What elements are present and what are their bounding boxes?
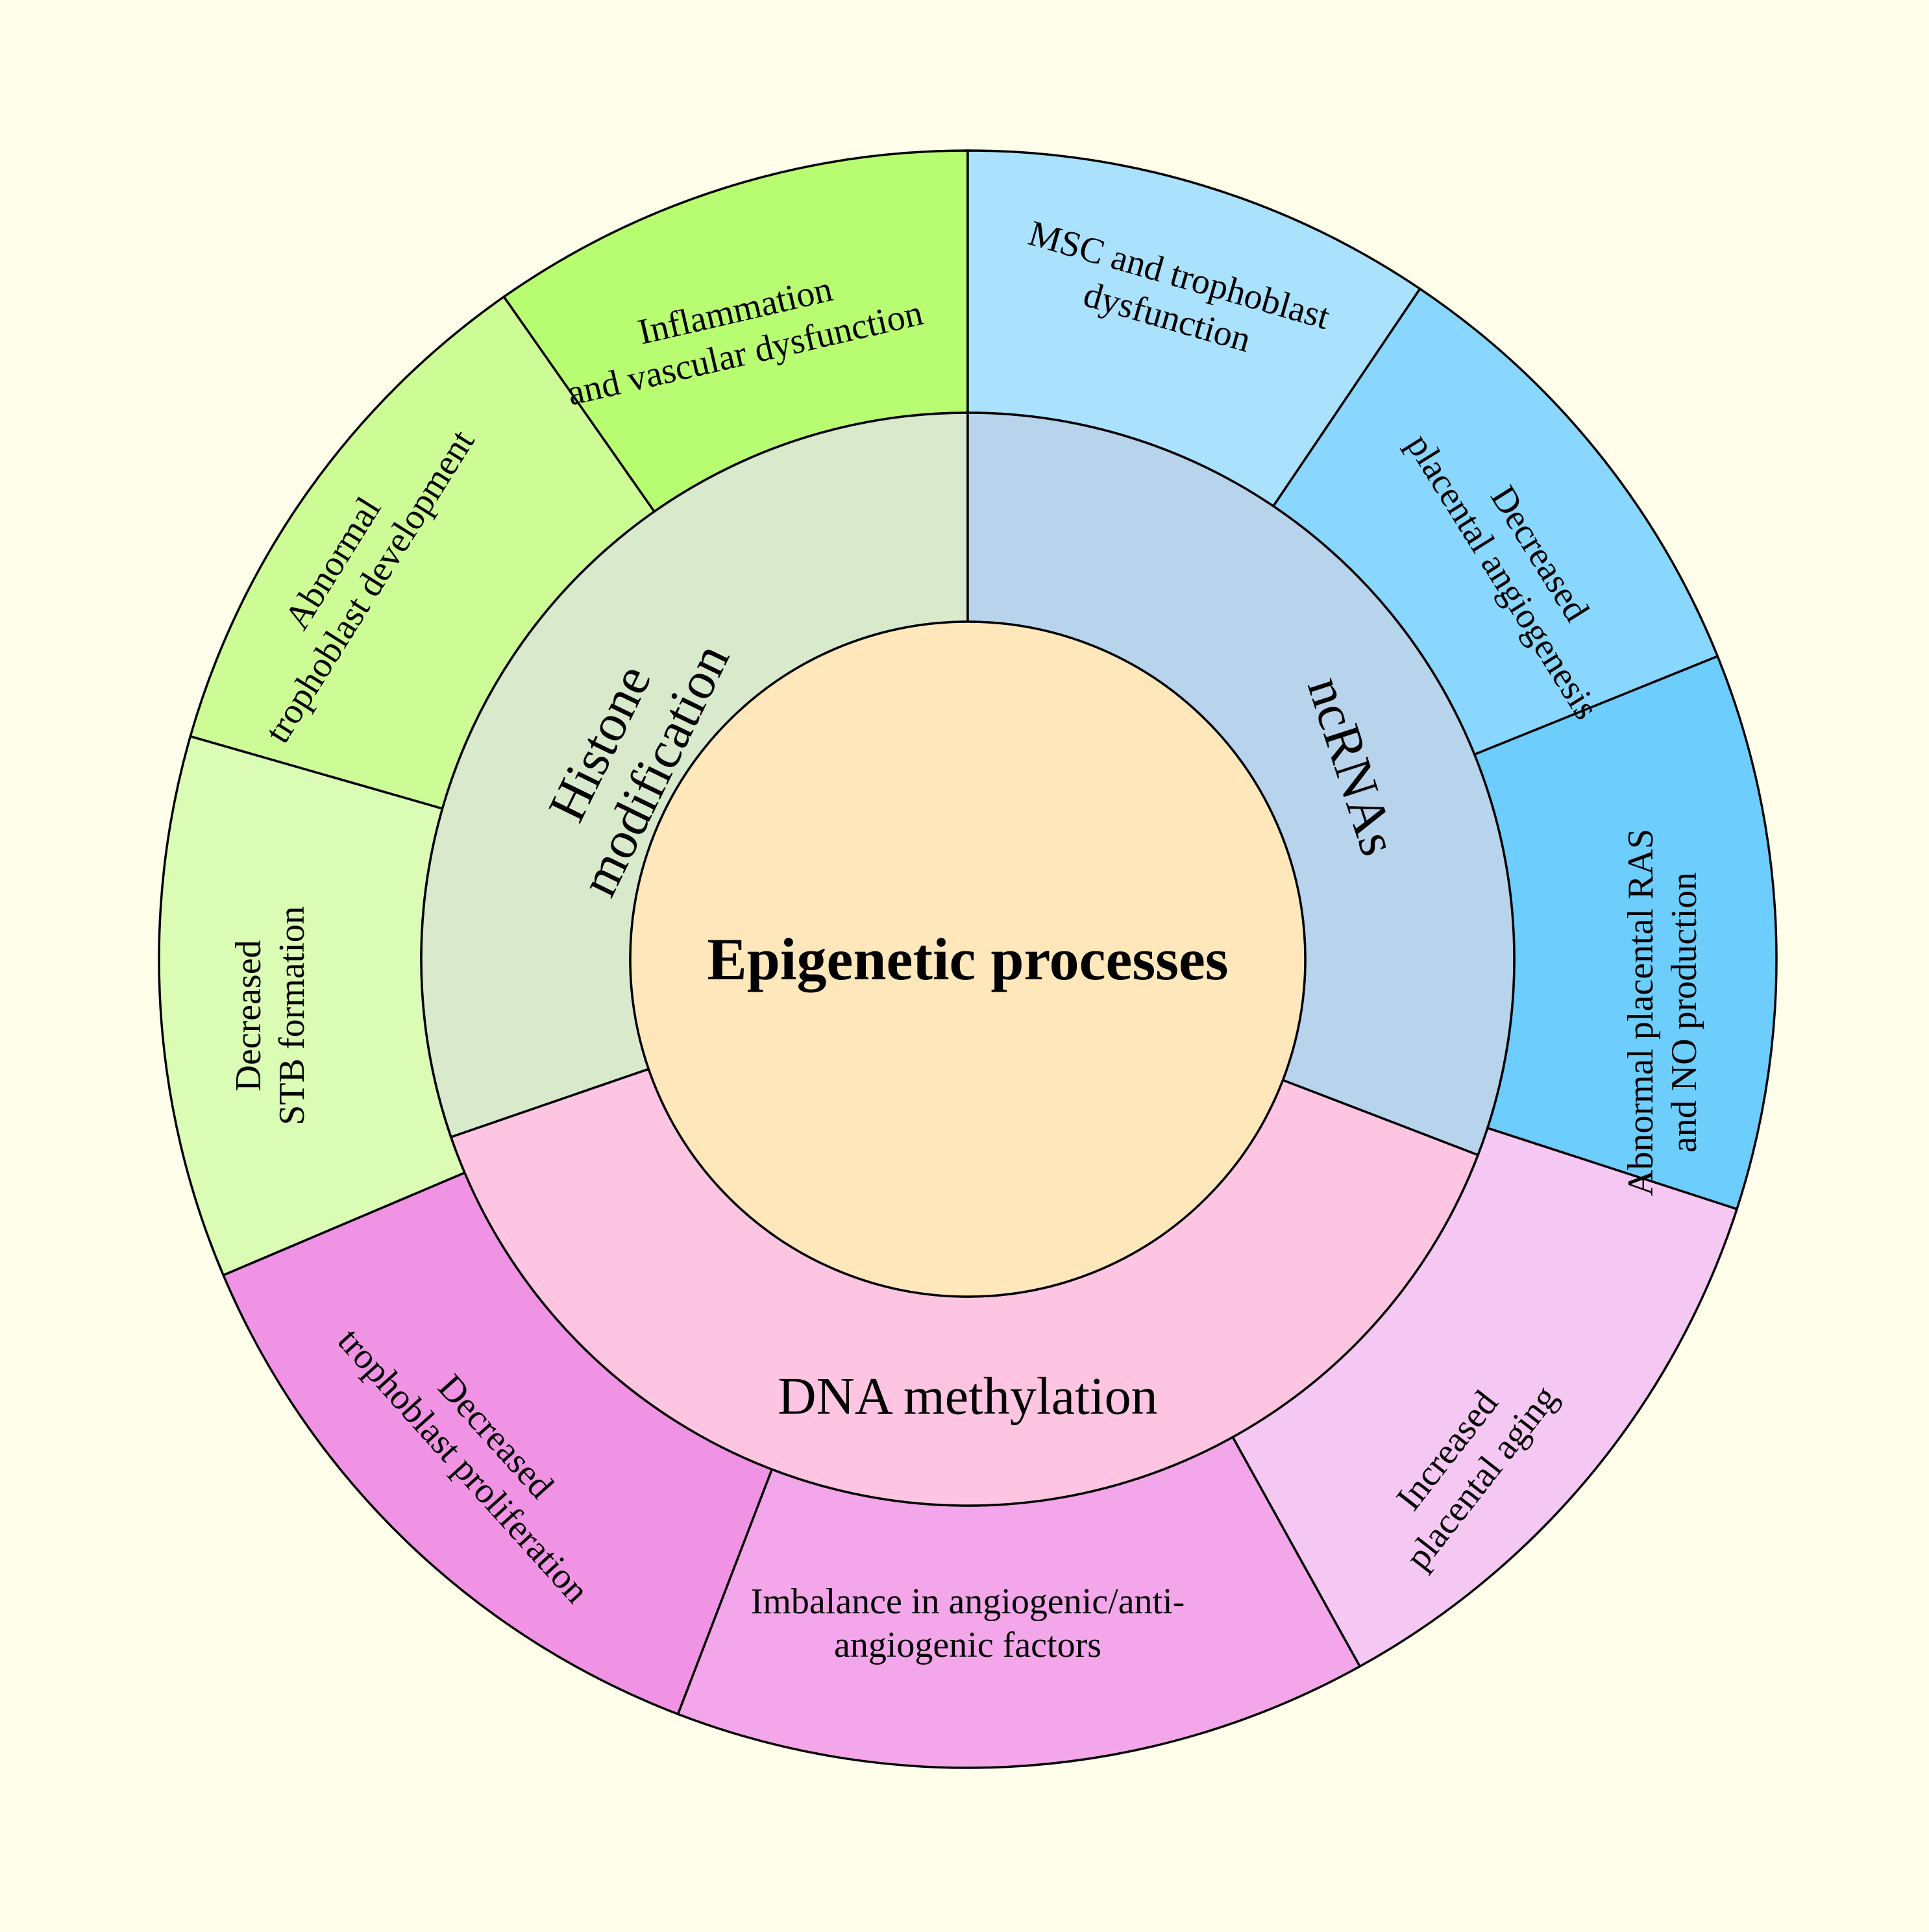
middle-ring [420, 411, 1516, 1507]
center-label: Epigenetic processes [707, 926, 1228, 992]
outer-label-line: Imbalance in angiogenic/anti- [751, 1582, 1185, 1622]
outer-label-line: Decreased [228, 940, 269, 1091]
outer-label-line: STB formation [272, 906, 312, 1125]
outer-label-stb: DecreasedSTB formation [228, 906, 312, 1125]
outer-label-line: Abnormal placental RAS [1621, 829, 1661, 1196]
category-label-dna: DNA methylation [778, 1367, 1157, 1426]
outer-label-imbalance: Imbalance in angiogenic/anti-angiogenic … [751, 1582, 1185, 1665]
category-label-line: DNA methylation [778, 1367, 1157, 1426]
outer-label-line: and NO production [1664, 872, 1704, 1153]
outer-label-line: angiogenic factors [834, 1625, 1101, 1665]
outer-ring [158, 149, 1778, 1769]
center-disc: Epigenetic processes [629, 620, 1307, 1298]
outer-label-ras: Abnormal placental RASand NO production [1621, 829, 1704, 1196]
center-circle [629, 620, 1307, 1298]
